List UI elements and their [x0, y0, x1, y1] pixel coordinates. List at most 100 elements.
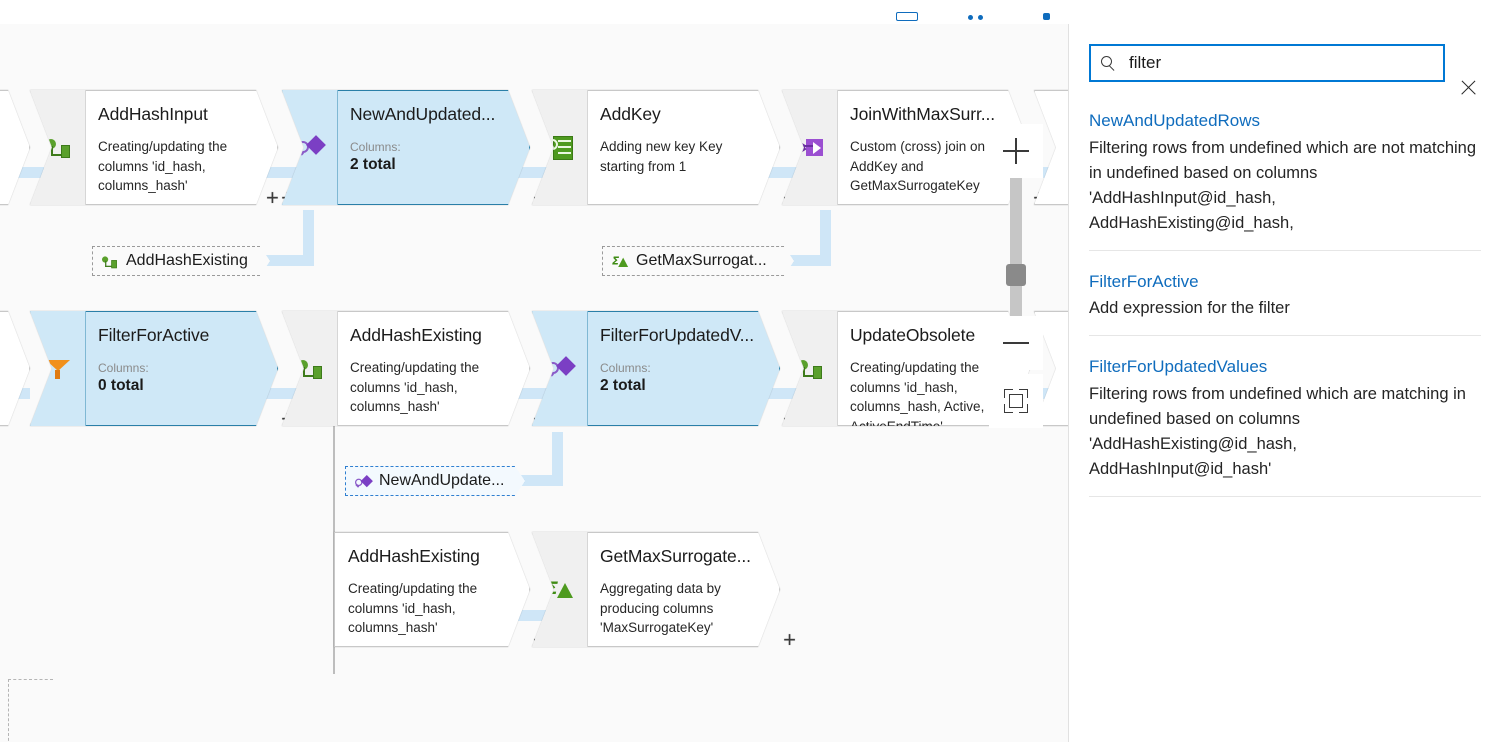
- search-panel-header: [1069, 24, 1499, 99]
- chip-icon-wrap: [355, 471, 372, 491]
- branch-line-vertical: [333, 424, 335, 674]
- dashed-placeholder-region: [8, 679, 53, 742]
- aggregate-icon: Σ: [547, 579, 573, 601]
- node-title: AddHashExisting: [348, 546, 480, 566]
- chip-addhashexisting[interactable]: AddHashExisting: [92, 246, 270, 276]
- node-body: AddKey Adding new key Key starting from …: [588, 90, 780, 205]
- result-title[interactable]: FilterForUpdatedValues: [1089, 357, 1268, 377]
- zoom-out-button[interactable]: [989, 316, 1043, 370]
- zoom-control[interactable]: [989, 124, 1043, 429]
- exists-icon: [296, 134, 326, 160]
- node-body: AddHashInput Creating/updating the colum…: [86, 90, 278, 205]
- node-addhashinput[interactable]: AddHashInput Creating/updating the colum…: [30, 90, 294, 209]
- search-input[interactable]: [1125, 53, 1443, 73]
- derived-column-icon: [797, 358, 822, 380]
- node-updateobsolete[interactable]: UpdateObsolete Creating/updating the col…: [782, 311, 1046, 430]
- node-columns-value: 2 total: [600, 377, 646, 395]
- join-icon: [795, 136, 823, 160]
- exists-icon: [355, 476, 371, 491]
- node-columns-label: Columns:: [350, 140, 401, 154]
- node-addkey[interactable]: AddKey Adding new key Key starting from …: [532, 90, 796, 209]
- node-icon-column: [782, 90, 838, 205]
- search-box[interactable]: [1089, 44, 1445, 82]
- connector-chip2-riser: [820, 210, 831, 262]
- node-body: NewAndUpdated... Columns: 2 total: [338, 90, 530, 205]
- node-icon-column: [282, 311, 338, 426]
- search-result-item[interactable]: NewAndUpdatedRows Filtering rows from un…: [1089, 108, 1481, 251]
- minus-icon: [1003, 342, 1029, 344]
- node-title: FilterForActive: [98, 325, 210, 345]
- surrogate-key-icon: [546, 135, 573, 160]
- node-icon-column: [532, 311, 588, 426]
- chip-icon-wrap: Σ: [612, 251, 629, 271]
- chip-label: NewAndUpdate...: [379, 472, 505, 489]
- dot-icon[interactable]: [1036, 12, 1058, 22]
- filter-icon: [45, 357, 70, 381]
- connector-row1-c: [755, 167, 803, 178]
- node-getmaxsurrogatekey[interactable]: Σ GetMaxSurrogate... Aggregating data by…: [532, 532, 796, 651]
- aggregate-icon: Σ: [612, 255, 628, 269]
- node-filterforactive[interactable]: FilterForActive Columns: 0 total +: [30, 311, 294, 430]
- derived-column-icon: [297, 358, 322, 380]
- connector-row2-c: [755, 388, 803, 399]
- node-columns-label: Columns:: [98, 361, 149, 375]
- node-clipped-left-row1[interactable]: +: [0, 90, 46, 209]
- rectangle-icon[interactable]: [896, 12, 918, 22]
- node-icon-column: [282, 90, 338, 205]
- node-title: FilterForUpdatedV...: [600, 325, 754, 345]
- zoom-slider-track[interactable]: [1010, 174, 1022, 329]
- node-filterforupdatedvalues[interactable]: FilterForUpdatedV... Columns: 2 total +: [532, 311, 796, 430]
- search-result-item[interactable]: FilterForUpdatedValues Filtering rows fr…: [1089, 354, 1481, 498]
- add-node-button[interactable]: +: [783, 627, 796, 652]
- connector-row1-b: [505, 167, 553, 178]
- node-body: AddHashExisting Creating/updating the co…: [334, 532, 530, 647]
- node-body: UpdateObsolete Creating/updating the col…: [838, 311, 1030, 426]
- top-icon-group: [896, 0, 1058, 22]
- node-body: FilterForUpdatedV... Columns: 2 total: [588, 311, 780, 426]
- node-clipped-left-row2[interactable]: +: [0, 311, 46, 430]
- chip-label: GetMaxSurrogat...: [636, 252, 767, 269]
- derived-column-icon: [102, 255, 117, 269]
- result-description: Add expression for the filter: [1089, 299, 1290, 318]
- node-body: AddHashExisting Creating/updating the co…: [338, 311, 530, 426]
- connector-row2-b: [505, 388, 553, 399]
- search-result-item[interactable]: FilterForActive Add expression for the f…: [1089, 269, 1481, 337]
- node-icon-column: [782, 311, 838, 426]
- node-title: AddKey: [600, 104, 661, 124]
- connector-chip1-riser: [303, 210, 314, 262]
- connector-in-row1: [0, 167, 44, 178]
- node-addhashexisting-row2[interactable]: AddHashExisting Creating/updating the co…: [282, 311, 546, 430]
- search-results-list: NewAndUpdatedRows Filtering rows from un…: [1089, 108, 1481, 515]
- node-shape: [0, 90, 30, 205]
- node-joinwithmaxsurrogatekey[interactable]: JoinWithMaxSurr... Custom (cross) join o…: [782, 90, 1046, 209]
- result-title[interactable]: FilterForActive: [1089, 271, 1199, 291]
- chip-newandupdate[interactable]: NewAndUpdate...: [345, 466, 525, 496]
- connector-chip2-to-node: [765, 255, 831, 266]
- fit-to-screen-icon: [1004, 389, 1028, 413]
- close-icon[interactable]: [1453, 72, 1483, 102]
- zoom-fit-button[interactable]: [989, 374, 1043, 428]
- result-title[interactable]: NewAndUpdatedRows: [1089, 111, 1261, 130]
- exists-icon: [546, 355, 576, 381]
- node-title: AddHashExisting: [350, 325, 482, 345]
- node-addhashexisting-row3[interactable]: AddHashExisting Creating/updating the co…: [334, 532, 546, 651]
- result-description: Filtering rows from undefined which are …: [1089, 384, 1466, 479]
- zoom-in-button[interactable]: [989, 124, 1043, 178]
- data-flow-canvas[interactable]: + AddHashInput Creating/updating the col…: [0, 24, 1068, 742]
- node-body: FilterForActive Columns: 0 total: [86, 311, 278, 426]
- search-icon: [1091, 55, 1125, 72]
- node-title: UpdateObsolete: [850, 325, 976, 345]
- node-description: Custom (cross) join on AddKey and GetMax…: [850, 139, 986, 194]
- top-strip: [0, 0, 1068, 24]
- node-columns-label: Columns:: [600, 361, 651, 375]
- connector-chip3-to-node: [513, 475, 563, 486]
- node-description: Creating/updating the columns 'id_hash, …: [98, 139, 228, 194]
- add-node-button-left[interactable]: +: [266, 185, 279, 210]
- node-icon-column: [30, 311, 86, 426]
- ellipsis-icon[interactable]: [966, 12, 988, 22]
- zoom-slider-thumb[interactable]: [1006, 264, 1026, 286]
- chip-getmaxsurrogate[interactable]: Σ GetMaxSurrogat...: [602, 246, 794, 276]
- node-icon-column: Σ: [532, 532, 588, 647]
- node-newandupdatedrows[interactable]: NewAndUpdated... Columns: 2 total + +: [266, 90, 546, 209]
- node-description: Aggregating data by producing columns 'M…: [600, 581, 721, 636]
